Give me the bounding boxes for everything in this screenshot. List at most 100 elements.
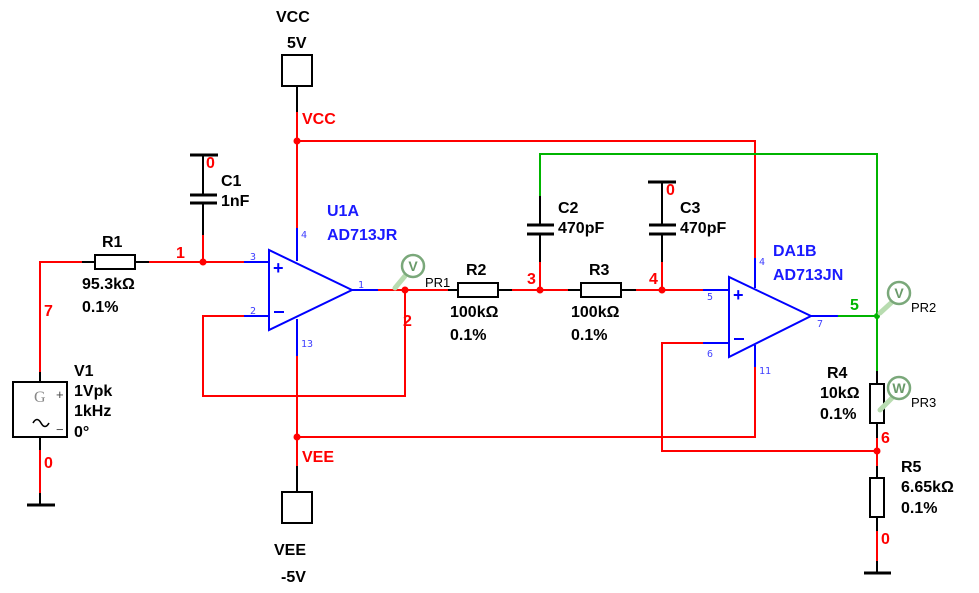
vee-net-label: VEE xyxy=(302,449,334,466)
pr1-handle xyxy=(392,273,408,291)
pr3-ref: PR3 xyxy=(911,395,936,410)
vee-value: -5V xyxy=(281,569,306,586)
u1a-ref: U1A xyxy=(327,203,359,220)
r4-tolerance: 0.1% xyxy=(820,406,856,423)
vee-name: VEE xyxy=(274,542,306,559)
r2-body[interactable] xyxy=(457,282,499,298)
r3-ref: R3 xyxy=(589,262,610,279)
sine-wave-icon xyxy=(32,418,50,428)
net-label-6: 6 xyxy=(881,430,890,447)
wire-vee-da1[interactable] xyxy=(297,367,756,438)
probe-pr3[interactable]: W xyxy=(877,375,912,413)
r5-body[interactable] xyxy=(869,477,885,518)
u1a-pin1-num: 1 xyxy=(358,280,364,291)
c3-ref: C3 xyxy=(680,200,701,217)
u1a-pin4-num: 4 xyxy=(301,230,307,241)
r3-body[interactable] xyxy=(580,282,622,298)
c2-ref: C2 xyxy=(558,200,579,217)
v1-amplitude: 1Vpk xyxy=(74,383,112,400)
net-label-3: 3 xyxy=(527,271,536,288)
junction-net2 xyxy=(401,286,409,294)
net-label-0-v1: 0 xyxy=(44,455,53,472)
vcc-supply[interactable]: VCC 5V xyxy=(276,9,313,112)
probe-pr2[interactable]: V xyxy=(877,280,912,316)
da1b-part: AD713JN xyxy=(773,267,843,284)
c1-value: 1nF xyxy=(221,193,250,210)
c3-value: 470pF xyxy=(680,220,726,237)
r3-value: 100kΩ xyxy=(571,304,620,321)
vcc-net-label: VCC xyxy=(302,111,336,128)
wire-net5[interactable] xyxy=(838,315,878,372)
resistor-r1[interactable] xyxy=(82,254,149,270)
resistor-r5[interactable] xyxy=(869,466,885,531)
plus-icon: + xyxy=(733,285,744,305)
junction-vee xyxy=(293,433,301,441)
pr1-ref: PR1 xyxy=(425,275,450,290)
net-label-0-c3: 0 xyxy=(666,182,675,199)
resistor-r2[interactable] xyxy=(448,282,512,298)
junction-net6 xyxy=(873,447,881,455)
v1-g-glyph: G xyxy=(34,389,46,406)
r1-ref: R1 xyxy=(102,234,123,251)
pr2-ref: PR2 xyxy=(911,300,936,315)
v1-plus-glyph: + xyxy=(56,387,64,402)
vee-terminal[interactable] xyxy=(281,491,313,524)
net-label-4: 4 xyxy=(649,271,658,288)
net-label-0-c1: 0 xyxy=(206,155,215,172)
wire-u1a-feedback[interactable] xyxy=(202,290,406,397)
v1-minus-glyph: − xyxy=(56,422,64,437)
capacitor-c3[interactable] xyxy=(649,182,676,262)
r5-value: 6.65kΩ xyxy=(901,479,954,496)
r1-value: 95.3kΩ xyxy=(82,276,135,293)
power-probe-icon[interactable] xyxy=(886,375,912,401)
wire-net5-feedback[interactable] xyxy=(539,153,878,316)
r2-ref: R2 xyxy=(466,262,487,279)
u1a-part: AD713JR xyxy=(327,227,398,244)
c2-value: 470pF xyxy=(558,220,604,237)
wire-net6-feedback[interactable] xyxy=(661,342,877,452)
r4-value: 10kΩ xyxy=(820,385,860,402)
c1-ref: C1 xyxy=(221,173,242,190)
da1b-pin5-num: 5 xyxy=(707,292,713,303)
vcc-terminal[interactable] xyxy=(281,54,313,87)
resistor-r3[interactable] xyxy=(568,282,636,298)
net-label-0-r5: 0 xyxy=(881,531,890,548)
net-label-2: 2 xyxy=(403,313,412,330)
r1-body[interactable] xyxy=(94,254,136,270)
net-label-7: 7 xyxy=(44,303,53,320)
pr2-type: V xyxy=(894,285,904,301)
u1a-pin2-num: 2 xyxy=(250,306,256,317)
da1b-ref: DA1B xyxy=(773,243,817,260)
da1b-pin11-num: 11 xyxy=(759,366,771,377)
source-v1[interactable]: G + − xyxy=(12,372,68,450)
capacitor-c1[interactable] xyxy=(190,155,217,235)
capacitor-c2[interactable] xyxy=(527,196,554,262)
vcc-value: 5V xyxy=(287,35,307,52)
vee-supply[interactable]: VEE -5V xyxy=(274,466,313,586)
da1b-pin4-num: 4 xyxy=(759,257,765,268)
r5-ref: R5 xyxy=(901,459,922,476)
u1a-triangle[interactable] xyxy=(268,248,355,332)
voltage-probe-icon[interactable] xyxy=(886,280,912,306)
u1a-pin13-num: 13 xyxy=(301,339,313,350)
net-label-1: 1 xyxy=(176,245,185,262)
wire-vcc-da1[interactable] xyxy=(297,140,756,258)
probe-pr1[interactable]: V xyxy=(392,253,426,291)
junction-vcc xyxy=(293,137,301,145)
da1b-triangle[interactable] xyxy=(728,275,814,359)
opamp-da1b[interactable]: + 5 6 4 11 7 xyxy=(703,257,838,384)
pr3-type: W xyxy=(892,380,906,396)
pr3-handle xyxy=(877,395,895,413)
vcc-name: VCC xyxy=(276,9,310,26)
pr2-handle xyxy=(877,299,895,316)
opamp-u1a[interactable]: + 3 2 4 13 1 xyxy=(244,228,378,356)
da1b-pin7-num: 7 xyxy=(817,319,823,330)
r2-tolerance: 0.1% xyxy=(450,327,486,344)
voltage-probe-icon[interactable] xyxy=(400,253,426,279)
resistor-r4[interactable] xyxy=(869,371,885,438)
r2-value: 100kΩ xyxy=(450,304,499,321)
r4-body[interactable] xyxy=(869,383,885,424)
u1a-pin3-num: 3 xyxy=(250,252,256,263)
wire-net7[interactable] xyxy=(39,261,82,372)
r1-tolerance: 0.1% xyxy=(82,299,118,316)
